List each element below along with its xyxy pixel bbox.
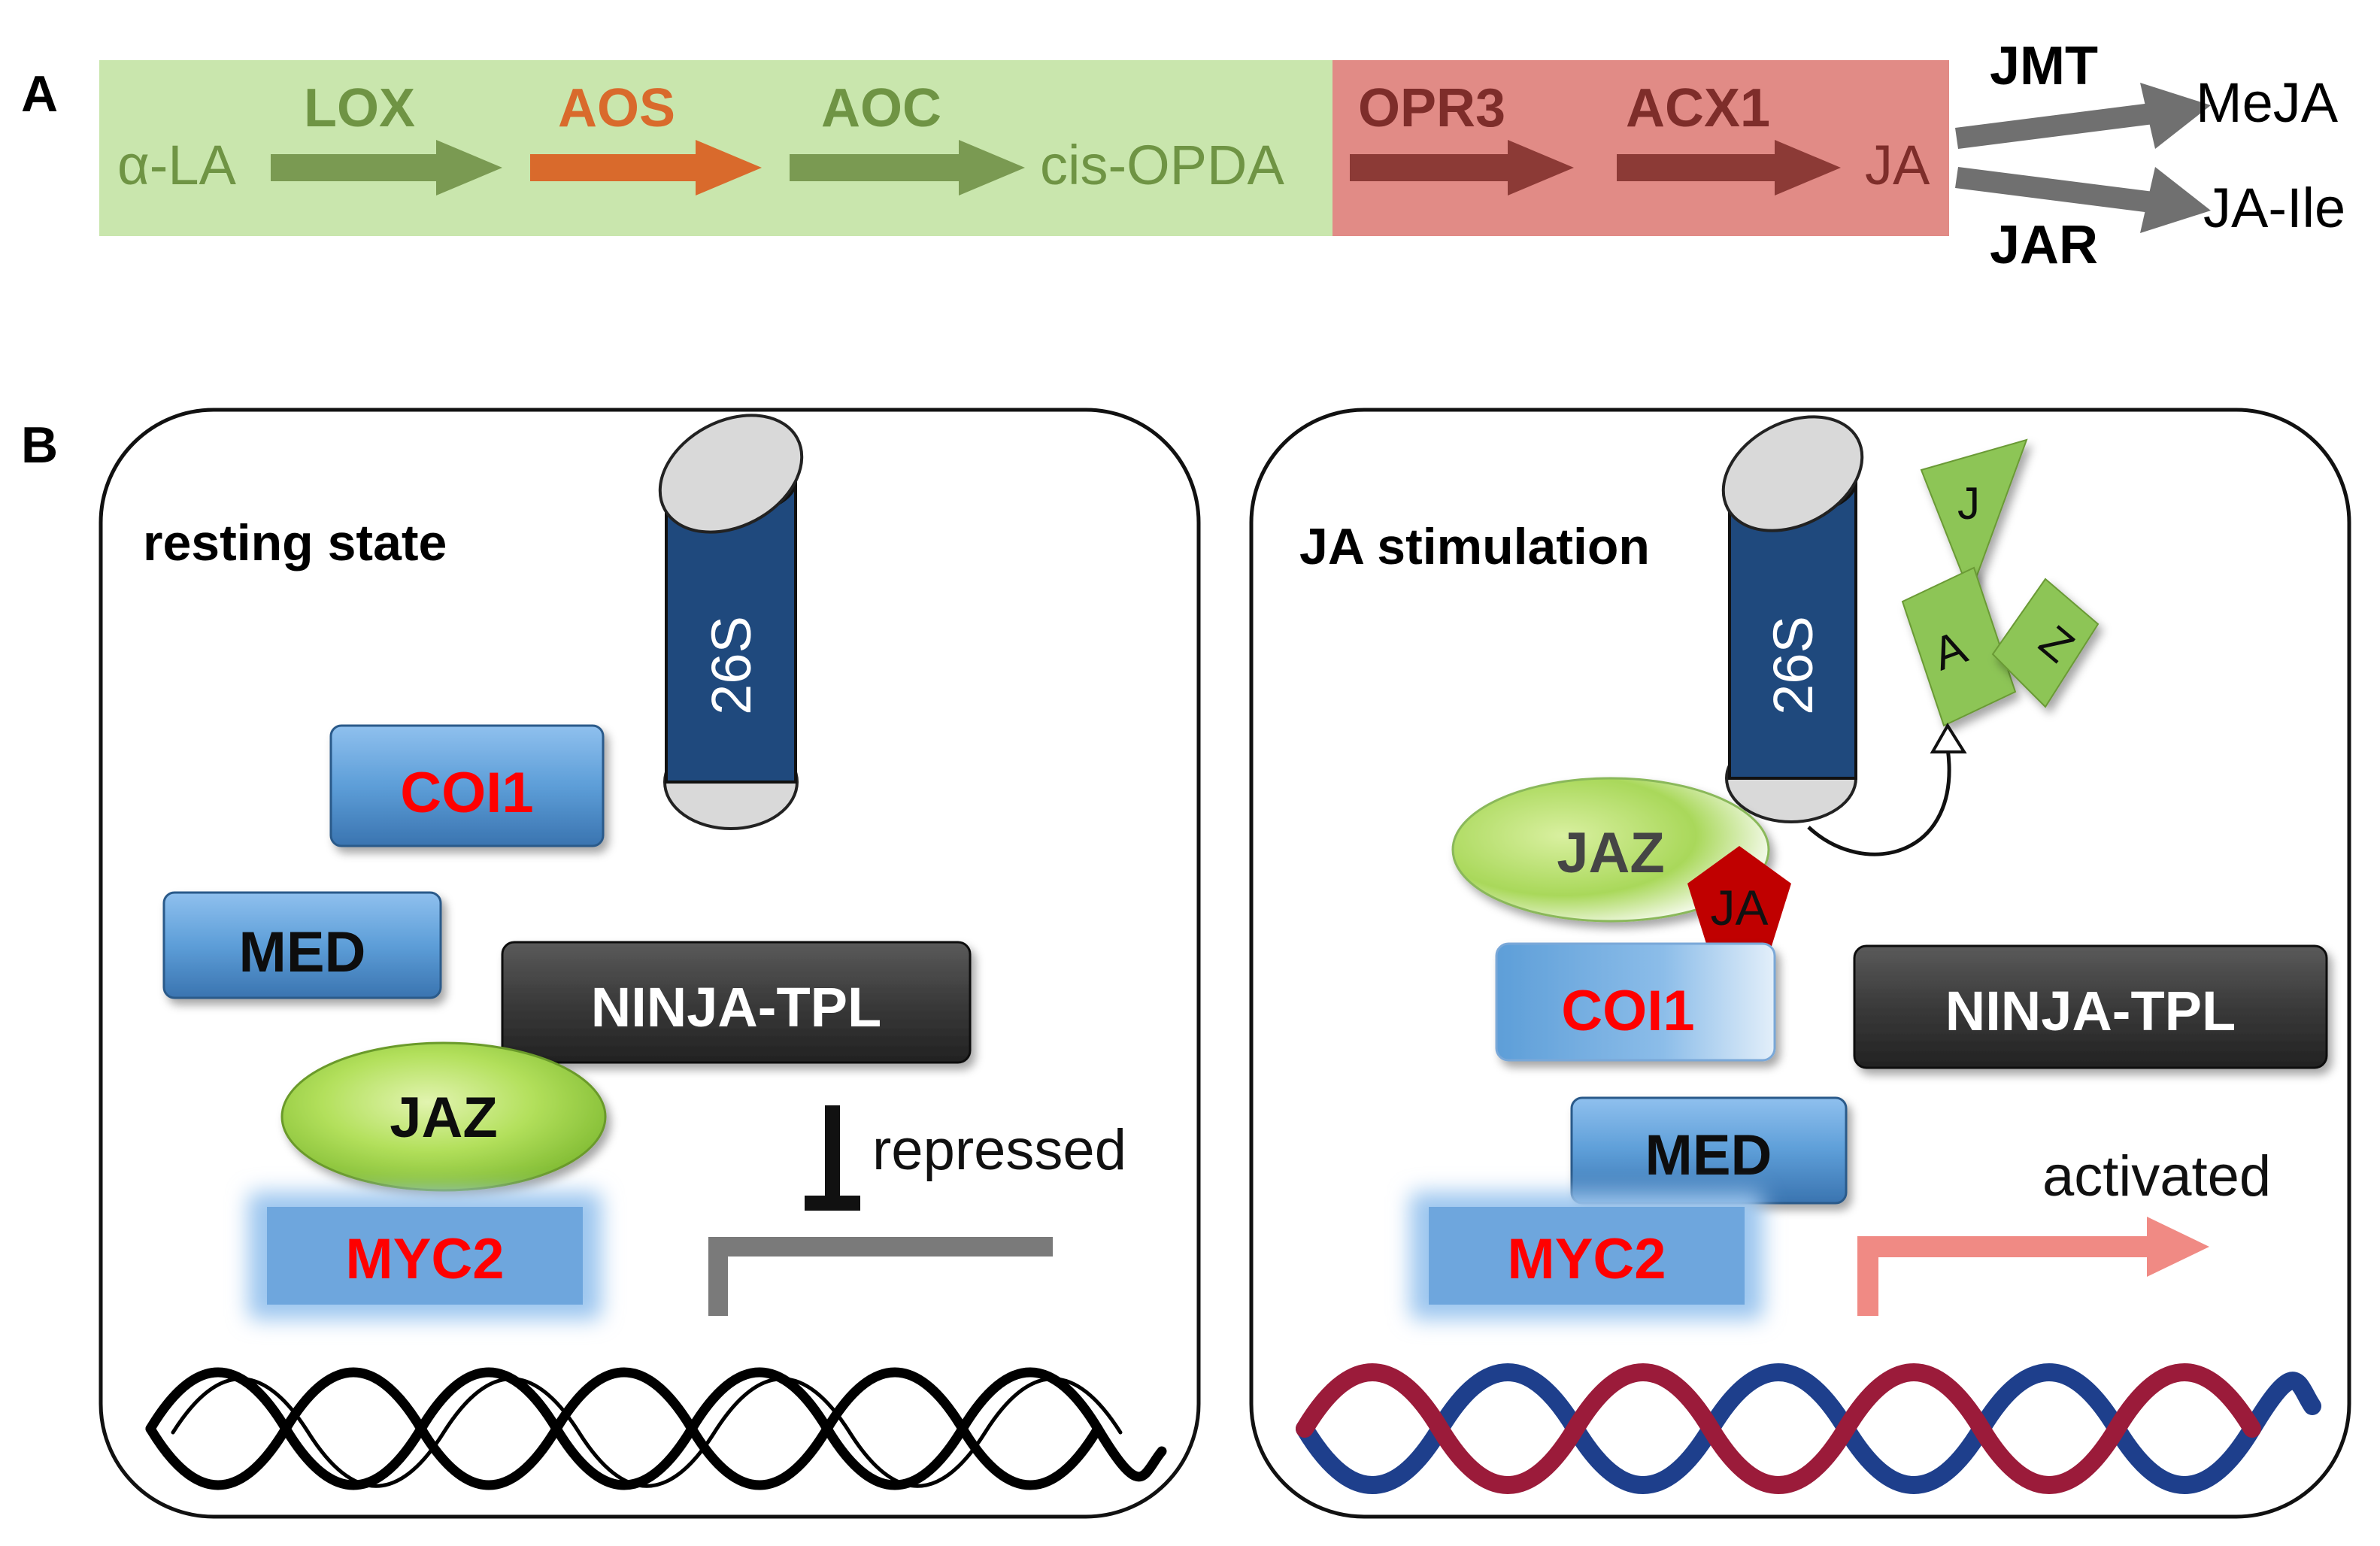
ja-ligand-label: JA (1710, 880, 1768, 935)
enzyme-opr3: OPR3 (1358, 78, 1505, 138)
stimulated-myc2-label: MYC2 (1507, 1227, 1666, 1291)
substrate-alpha-la: α-LA (117, 134, 237, 196)
proteasome-26s: 26S (658, 414, 804, 830)
enzyme-aos: AOS (558, 78, 675, 138)
jaz-fragment-j: J (1920, 438, 2028, 596)
arrow-jar (1955, 167, 2211, 233)
degradation-arrow (1807, 723, 1967, 856)
resting-ninja-tpl-label: NINJA-TPL (591, 976, 881, 1038)
stimulated-dna-helix (1296, 1363, 2321, 1494)
stimulated-proteasome-label: 26S (1762, 616, 1824, 715)
stimulated-proteasome-26s: 26S (1721, 415, 1864, 823)
resting-status-label: repressed (872, 1118, 1126, 1182)
arrow-lox (271, 140, 502, 196)
branch-product-ja-ile: JA-Ile (2203, 177, 2345, 239)
peroxisome-region (1332, 60, 1949, 236)
stimulated-ninja-tpl-box: NINJA-TPL (1853, 944, 2328, 1069)
fragment-j-label: J (1957, 478, 1980, 529)
chloroplast-region (99, 60, 1332, 236)
panel-a: A α-LA LOX AOS AOC cis-OPDA OPR3 (21, 36, 2345, 275)
activation-arrow (1857, 1217, 2209, 1316)
arrow-jmt (1955, 83, 2211, 149)
stimulated-jaz-label: JAZ (1557, 821, 1665, 885)
stimulated-med-box: MED (1570, 1096, 1848, 1205)
stimulated-med-label: MED (1645, 1123, 1772, 1187)
resting-med-box: MED (162, 891, 442, 999)
resting-coi1-label: COI1 (400, 761, 533, 825)
arrow-aos (530, 140, 762, 196)
enzyme-aoc: AOC (821, 78, 941, 138)
resting-jaz-label: JAZ (390, 1086, 498, 1150)
stimulated-ninja-tpl-label: NINJA-TPL (1945, 980, 2236, 1042)
branch-enzyme-jar: JAR (1990, 215, 2098, 275)
promoter-line-inactive (708, 1237, 1053, 1316)
stimulated-coi1-box: COI1 (1495, 942, 1776, 1062)
resting-med-label: MED (239, 920, 366, 984)
resting-jaz: JAZ (280, 1041, 607, 1192)
resting-state-panel: resting state 26S COI1 MED NINJA-TPL JA (99, 408, 1201, 1519)
resting-title: resting state (143, 514, 447, 571)
jaz-fragment-a: A (1901, 566, 2017, 727)
enzyme-lox: LOX (304, 78, 415, 138)
branch-enzyme-jmt: JMT (1990, 36, 2098, 96)
arrow-acx1 (1617, 140, 1841, 196)
resting-myc2-box: MYC2 (248, 1192, 602, 1320)
intermediate-cis-opda: cis-OPDA (1040, 134, 1284, 196)
resting-ninja-tpl-box: NINJA-TPL (501, 941, 972, 1064)
ja-ligand: JA (1687, 846, 1791, 946)
stimulated-status-label: activated (2042, 1144, 2271, 1208)
resting-myc2-label: MYC2 (345, 1227, 504, 1291)
stimulated-coi1-label: COI1 (1561, 979, 1694, 1043)
ja-stimulation-panel: JA stimulation 26S J A Z (1249, 408, 2351, 1519)
branch-product-meja: MeJA (2196, 71, 2339, 134)
panel-a-label: A (21, 65, 58, 123)
stimulated-myc2-box: MYC2 (1410, 1192, 1763, 1320)
enzyme-acx1: ACX1 (1626, 78, 1770, 138)
product-ja: JA (1865, 134, 1930, 196)
stimulation-title: JA stimulation (1299, 518, 1650, 575)
repression-symbol (805, 1105, 860, 1211)
resting-dna-helix (145, 1367, 1167, 1490)
resting-coi1-box: COI1 (329, 724, 605, 847)
proteasome-label: 26S (700, 616, 763, 715)
arrow-aoc (790, 140, 1025, 196)
panel-b-label: B (21, 417, 58, 474)
arrow-opr3 (1350, 140, 1574, 196)
